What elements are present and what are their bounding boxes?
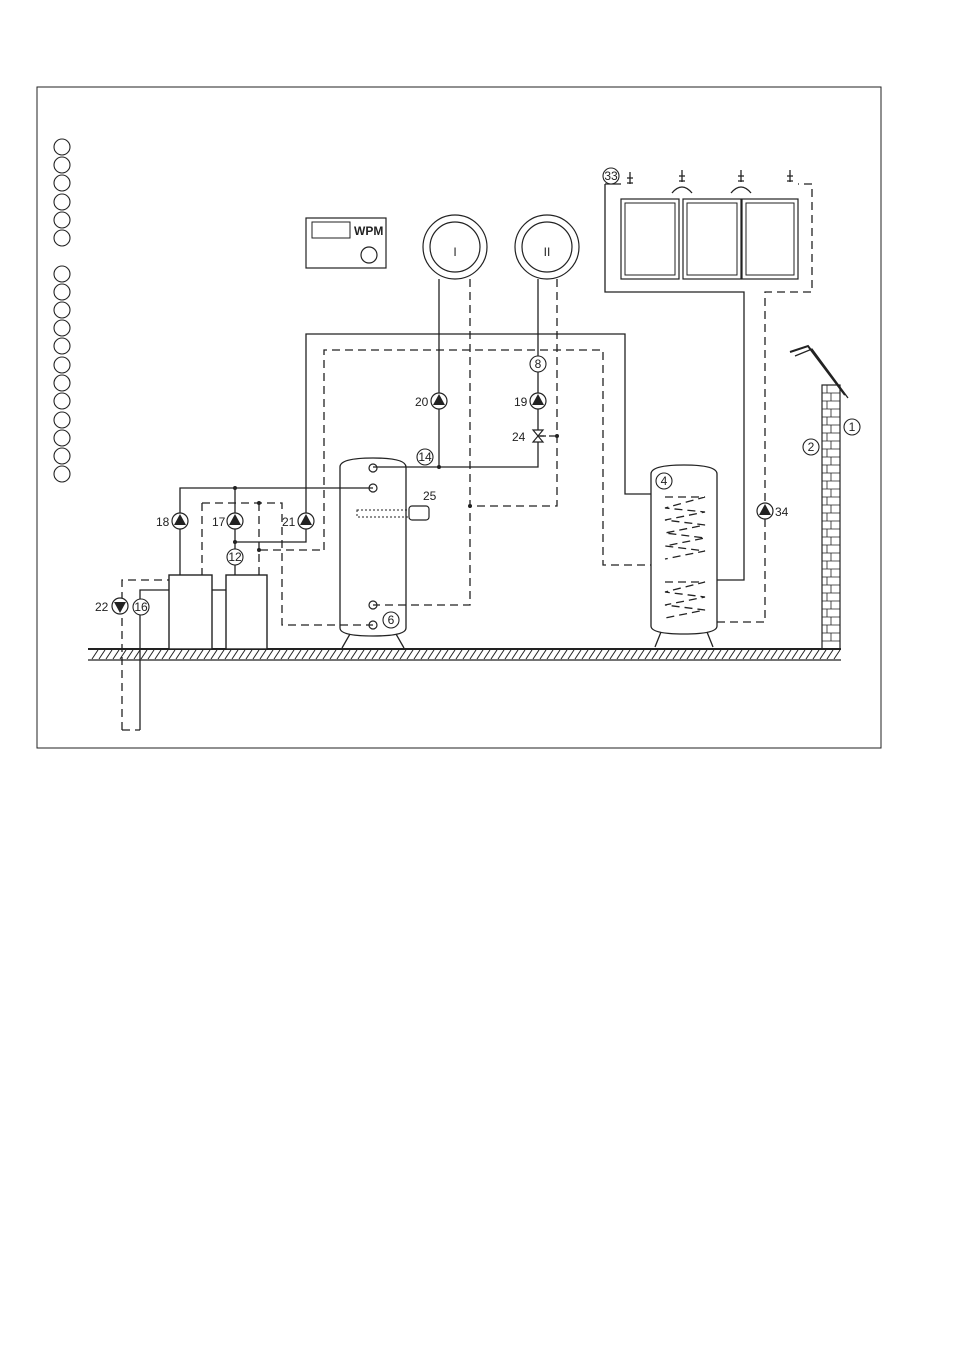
legend-circle — [54, 466, 70, 482]
legend-circle — [54, 175, 70, 191]
heating-circuit-1: I — [423, 215, 487, 279]
legend-circle — [54, 212, 70, 228]
pump-21-label: 21 — [282, 515, 296, 529]
pump-17-label: 17 — [212, 515, 226, 529]
callout-1: 1 — [844, 419, 860, 435]
svg-text:14: 14 — [418, 450, 432, 464]
callout-8: 8 — [530, 356, 546, 372]
legend-circle — [54, 157, 70, 173]
legend-circle — [54, 375, 70, 391]
legend-circle — [54, 412, 70, 428]
circuit-2-label: II — [544, 245, 551, 259]
svg-text:16: 16 — [134, 600, 148, 614]
callout-2: 2 — [803, 439, 819, 455]
house-wall — [790, 346, 848, 649]
legend-circle — [54, 139, 70, 155]
wpm-label: WPM — [354, 224, 383, 238]
svg-text:1: 1 — [849, 420, 856, 434]
pump-19-label: 19 — [514, 395, 528, 409]
legend-circle — [54, 302, 70, 318]
pump-21: 21 — [282, 513, 314, 529]
legend-circle — [54, 230, 70, 246]
legend-circle — [54, 266, 70, 282]
callout-6: 6 — [383, 612, 399, 628]
heat-pump-units — [169, 575, 267, 649]
legend-circle — [54, 338, 70, 354]
svg-text:2: 2 — [808, 440, 815, 454]
heater-25-label: 25 — [423, 489, 437, 503]
callout-16: 16 — [133, 599, 149, 615]
pump-19: 19 — [514, 393, 546, 409]
pump-34: 34 — [757, 503, 789, 519]
callout-12: 12 — [227, 549, 243, 565]
legend-circle — [54, 320, 70, 336]
pump-20: 20 — [415, 393, 447, 409]
pump-20-label: 20 — [415, 395, 429, 409]
pump-18: 18 — [156, 513, 188, 529]
mixing-valve-24: 24 — [512, 430, 546, 444]
callout-14: 14 — [417, 449, 433, 465]
pump-22: 22 — [95, 598, 128, 614]
legend-circles — [54, 139, 70, 482]
callout-33: 33 — [603, 168, 619, 184]
svg-text:33: 33 — [604, 169, 618, 183]
wpm-controller: WPM — [306, 218, 386, 268]
hot-water-tank — [651, 465, 717, 647]
heating-circuit-2: II — [515, 215, 579, 279]
legend-circle — [54, 448, 70, 464]
legend-circle — [54, 194, 70, 210]
solar-collectors — [621, 170, 798, 279]
legend-circle — [54, 430, 70, 446]
pump-22-label: 22 — [95, 600, 109, 614]
svg-text:8: 8 — [535, 357, 542, 371]
svg-text:4: 4 — [661, 474, 668, 488]
circuit-1-label: I — [453, 245, 456, 259]
valve-24-label: 24 — [512, 430, 526, 444]
ground-hatch — [88, 649, 841, 660]
legend-circle — [54, 357, 70, 373]
legend-circle — [54, 284, 70, 300]
callout-4: 4 — [656, 473, 672, 489]
svg-text:6: 6 — [388, 613, 395, 627]
legend-circle — [54, 393, 70, 409]
svg-text:12: 12 — [228, 550, 242, 564]
pump-34-label: 34 — [775, 505, 789, 519]
pump-17: 17 — [212, 513, 243, 529]
pump-18-label: 18 — [156, 515, 170, 529]
